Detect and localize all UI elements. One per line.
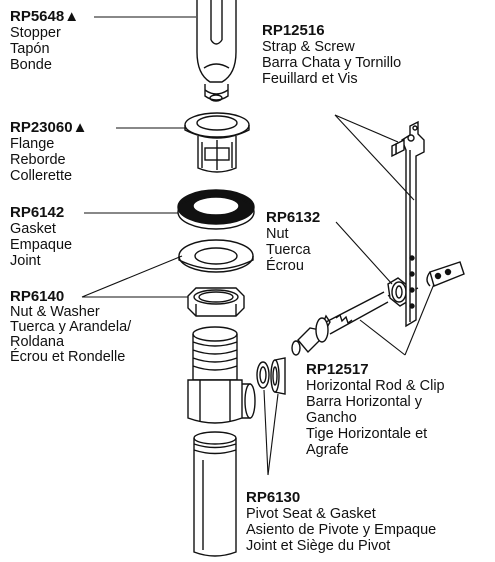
part-code: RP6132 xyxy=(266,209,321,226)
part-desc-es-cont: Gancho xyxy=(306,410,357,426)
part-desc-es: Asiento de Pivote y Empaque xyxy=(246,522,437,538)
part-label-rp23060: RP23060▲ Flange Reborde Collerette xyxy=(10,119,88,185)
black-gasket-drawing xyxy=(177,189,255,230)
part-desc-en: Gasket xyxy=(10,221,56,237)
part-label-rp12517: RP12517 Horizontal Rod & Clip Barra Hori… xyxy=(306,361,445,459)
part-desc-fr: Collerette xyxy=(10,168,73,184)
part-desc-en: Horizontal Rod & Clip xyxy=(306,378,445,394)
part-label-rp6130: RP6130 Pivot Seat & Gasket Asiento de Pi… xyxy=(246,489,437,555)
part-code: RP5648 xyxy=(10,8,65,25)
washer-drawing xyxy=(178,239,254,273)
part-code: RP23060 xyxy=(10,119,73,136)
part-label-rp6132: RP6132 Nut Tuerca Écrou xyxy=(266,209,321,275)
leader-lines xyxy=(81,16,435,476)
part-code: RP6140 xyxy=(10,288,65,305)
part-label-rp5648: RP5648▲ Stopper Tapón Bonde xyxy=(10,8,80,74)
part-desc-es: Barra Horizontal y xyxy=(306,394,423,410)
part-label-rp6142: RP6142 Gasket Empaque Joint xyxy=(10,204,73,270)
tailpiece-drawing xyxy=(193,431,237,557)
pivot-seat-drawing xyxy=(256,357,286,395)
part-label-rp12516: RP12516 Strap & Screw Barra Chata y Torn… xyxy=(262,22,402,88)
stopper-drawing xyxy=(196,0,237,102)
part-desc-es: Empaque xyxy=(10,237,73,253)
tee-body-drawing xyxy=(187,326,256,424)
part-desc-fr-cont: Agrafe xyxy=(306,442,349,458)
part-desc-fr: Bonde xyxy=(10,57,52,73)
part-desc-fr: Écrou xyxy=(266,258,304,274)
part-desc-en: Stopper xyxy=(10,25,61,41)
part-desc-fr: Joint et Siège du Pivot xyxy=(246,538,391,554)
triangle-marker-icon: ▲ xyxy=(72,119,88,136)
part-desc-fr: Feuillard et Vis xyxy=(262,71,358,87)
part-desc-en: Nut & Washer xyxy=(10,304,100,320)
part-desc-en: Nut xyxy=(266,226,289,242)
part-desc-fr: Écrou et Rondelle xyxy=(10,349,126,365)
triangle-marker-icon: ▲ xyxy=(64,8,80,25)
part-desc-es: Tapón xyxy=(10,41,50,57)
part-desc-es: Reborde xyxy=(10,152,66,168)
clip-drawing xyxy=(426,261,465,287)
part-desc-es: Tuerca y Arandela/ xyxy=(10,319,132,335)
part-desc-es: Tuerca xyxy=(266,242,311,258)
strap-drawing xyxy=(391,120,425,328)
part-code: RP6142 xyxy=(10,204,65,221)
part-desc-en: Pivot Seat & Gasket xyxy=(246,506,376,522)
part-desc-en: Strap & Screw xyxy=(262,39,355,55)
part-label-rp6140: RP6140 Nut & Washer Tuerca y Arandela/ R… xyxy=(10,289,131,365)
part-code: RP12516 xyxy=(262,22,325,39)
part-desc-en: Flange xyxy=(10,136,55,152)
part-desc-fr: Joint xyxy=(10,253,41,269)
part-code: RP12517 xyxy=(306,361,369,378)
part-desc-es: Barra Chata y Tornillo xyxy=(262,55,402,71)
flange-drawing xyxy=(184,112,250,173)
part-desc-fr: Tige Horizontale et xyxy=(306,426,428,442)
nut-drawing xyxy=(187,287,245,317)
part-code: RP6130 xyxy=(246,489,301,506)
part-desc-es-cont: Roldana xyxy=(10,334,65,350)
